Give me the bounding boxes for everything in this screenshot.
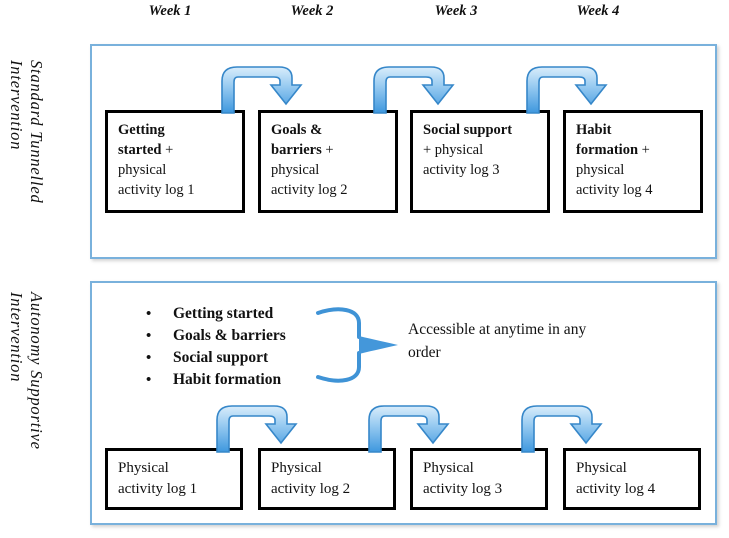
autonomy-intervention-side-label: Autonomy Supportive Intervention (6, 292, 46, 450)
bent-arrow-icon (221, 66, 302, 114)
bullet-getting-started: Getting started (145, 303, 286, 325)
bent-arrow-icon (521, 405, 602, 453)
side-label-line-2: Intervention (7, 292, 26, 383)
side-label-line-2: Intervention (7, 60, 26, 151)
bent-arrow-icon (368, 405, 449, 453)
bullet-habit-formation: Habit formation (145, 369, 286, 391)
week-3-label: Week 3 (434, 3, 478, 19)
curly-brace-icon (316, 307, 398, 383)
week-2-label: Week 2 (290, 3, 334, 19)
bullet-social-support: Social support (145, 347, 286, 369)
standard-intervention-side-label: Standard Tunnelled Intervention (6, 60, 46, 204)
annotation-line-1: Accessible at anytime in any (408, 321, 587, 338)
module-bullet-list: Getting started Goals & barriers Social … (145, 303, 286, 391)
side-label-line-1: Autonomy Supportive (27, 292, 46, 450)
week-1-label: Week 1 (148, 3, 192, 19)
week-4-label: Week 4 (576, 3, 620, 19)
side-label-line-1: Standard Tunnelled (27, 60, 46, 204)
annotation-text: Accessible at anytime in any order (408, 318, 586, 364)
bent-arrow-icon (373, 66, 454, 114)
annotation-line-2: order (408, 344, 441, 361)
bent-arrow-icon (216, 405, 297, 453)
bullet-goals-barriers: Goals & barriers (145, 325, 286, 347)
bent-arrow-icon (526, 66, 607, 114)
